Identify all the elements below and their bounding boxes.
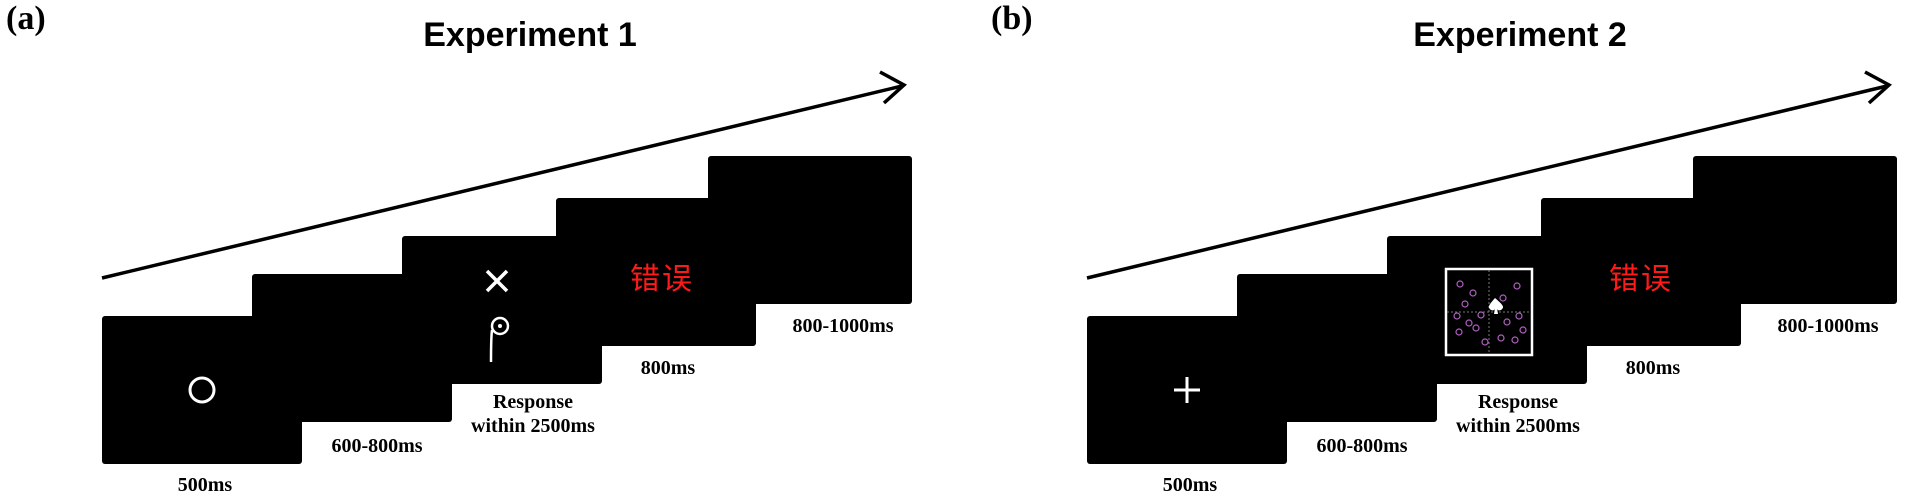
caption-line: within 2500ms	[1456, 415, 1580, 437]
panel-title: Experiment 1	[423, 16, 637, 54]
caption-step-5: 800-1000ms	[1777, 315, 1879, 337]
caption-step-2: 600-800ms	[331, 435, 423, 457]
caption-step-2: 600-800ms	[1316, 435, 1408, 457]
caption-step-5: 800-1000ms	[792, 315, 894, 337]
caption-line: Response	[492, 391, 573, 413]
caption-step-3: Response within 2500ms	[1433, 390, 1603, 438]
caption-step-1: 500ms	[177, 474, 233, 496]
search-array-icon	[1444, 267, 1534, 357]
feedback-text: 错误	[1609, 262, 1673, 297]
panel-label: (a)	[6, 0, 46, 37]
screen-intertrial	[708, 156, 912, 304]
caption-step-3: Response within 2500ms	[448, 390, 618, 438]
panel-title: Experiment 2	[1413, 16, 1627, 54]
time-arrow-icon	[101, 70, 908, 280]
panel-experiment-2: (b) Experiment 2 错误 500	[985, 0, 1907, 501]
fixation-cross-icon	[1174, 377, 1200, 403]
caption-step-1: 500ms	[1162, 474, 1218, 496]
caption-step-4: 800ms	[640, 357, 696, 379]
target-response-icon	[489, 316, 510, 363]
feedback-text: 错误	[630, 262, 694, 297]
caption-line: within 2500ms	[471, 415, 595, 437]
panel-experiment-1: (a) Experiment 1 错误 500ms 600-800ms Resp…	[0, 0, 950, 501]
panel-label: (b)	[991, 0, 1033, 37]
cross-x-icon	[485, 269, 509, 293]
circle-icon	[188, 376, 216, 404]
screen-intertrial	[1693, 156, 1897, 304]
caption-step-4: 800ms	[1625, 357, 1681, 379]
time-arrow-icon	[1086, 70, 1893, 280]
caption-line: Response	[1477, 391, 1558, 413]
